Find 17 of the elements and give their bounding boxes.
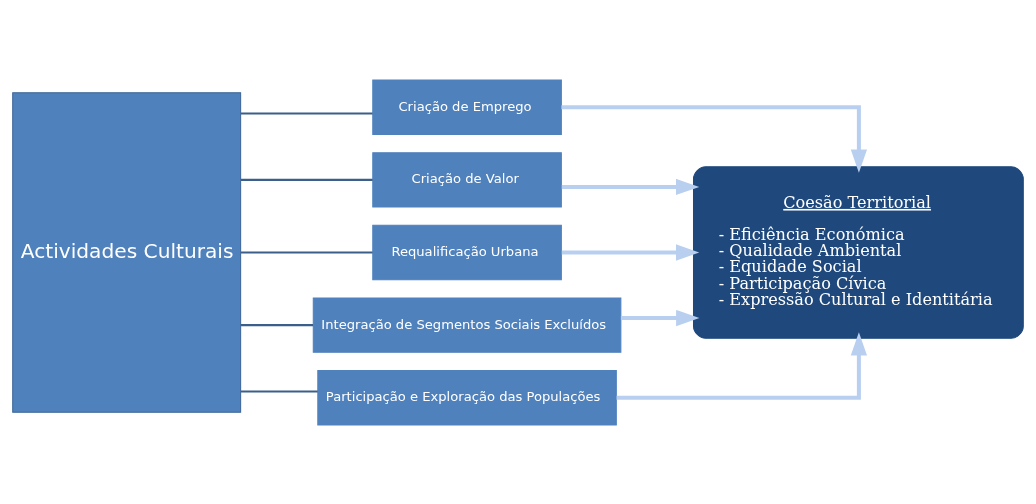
connector (240, 178, 373, 181)
node-box: Criação de Emprego (372, 79, 562, 135)
connector (240, 112, 373, 115)
arrow (561, 243, 700, 261)
node-box: Requalificação Urbana (372, 224, 562, 280)
node-box: Participação e Exploração das Populações (317, 369, 617, 425)
node-box: Criação de Valor (372, 151, 562, 208)
arrow (561, 104, 868, 173)
node-box: Coesão Territorial - Eficiência Económica - Qualidade Ambiental - Equidade Social - Participação Cívica - Expressão Cultural e Identitária (693, 165, 1024, 339)
node-box: Integração de Segmentos Sociais Excluídos (312, 296, 622, 353)
node-box: Actividades Culturais (12, 91, 242, 413)
connector (240, 251, 373, 253)
connector (240, 389, 318, 392)
arrow (561, 178, 700, 195)
arrow (620, 309, 700, 326)
connector (240, 323, 314, 326)
arrow (616, 331, 868, 400)
